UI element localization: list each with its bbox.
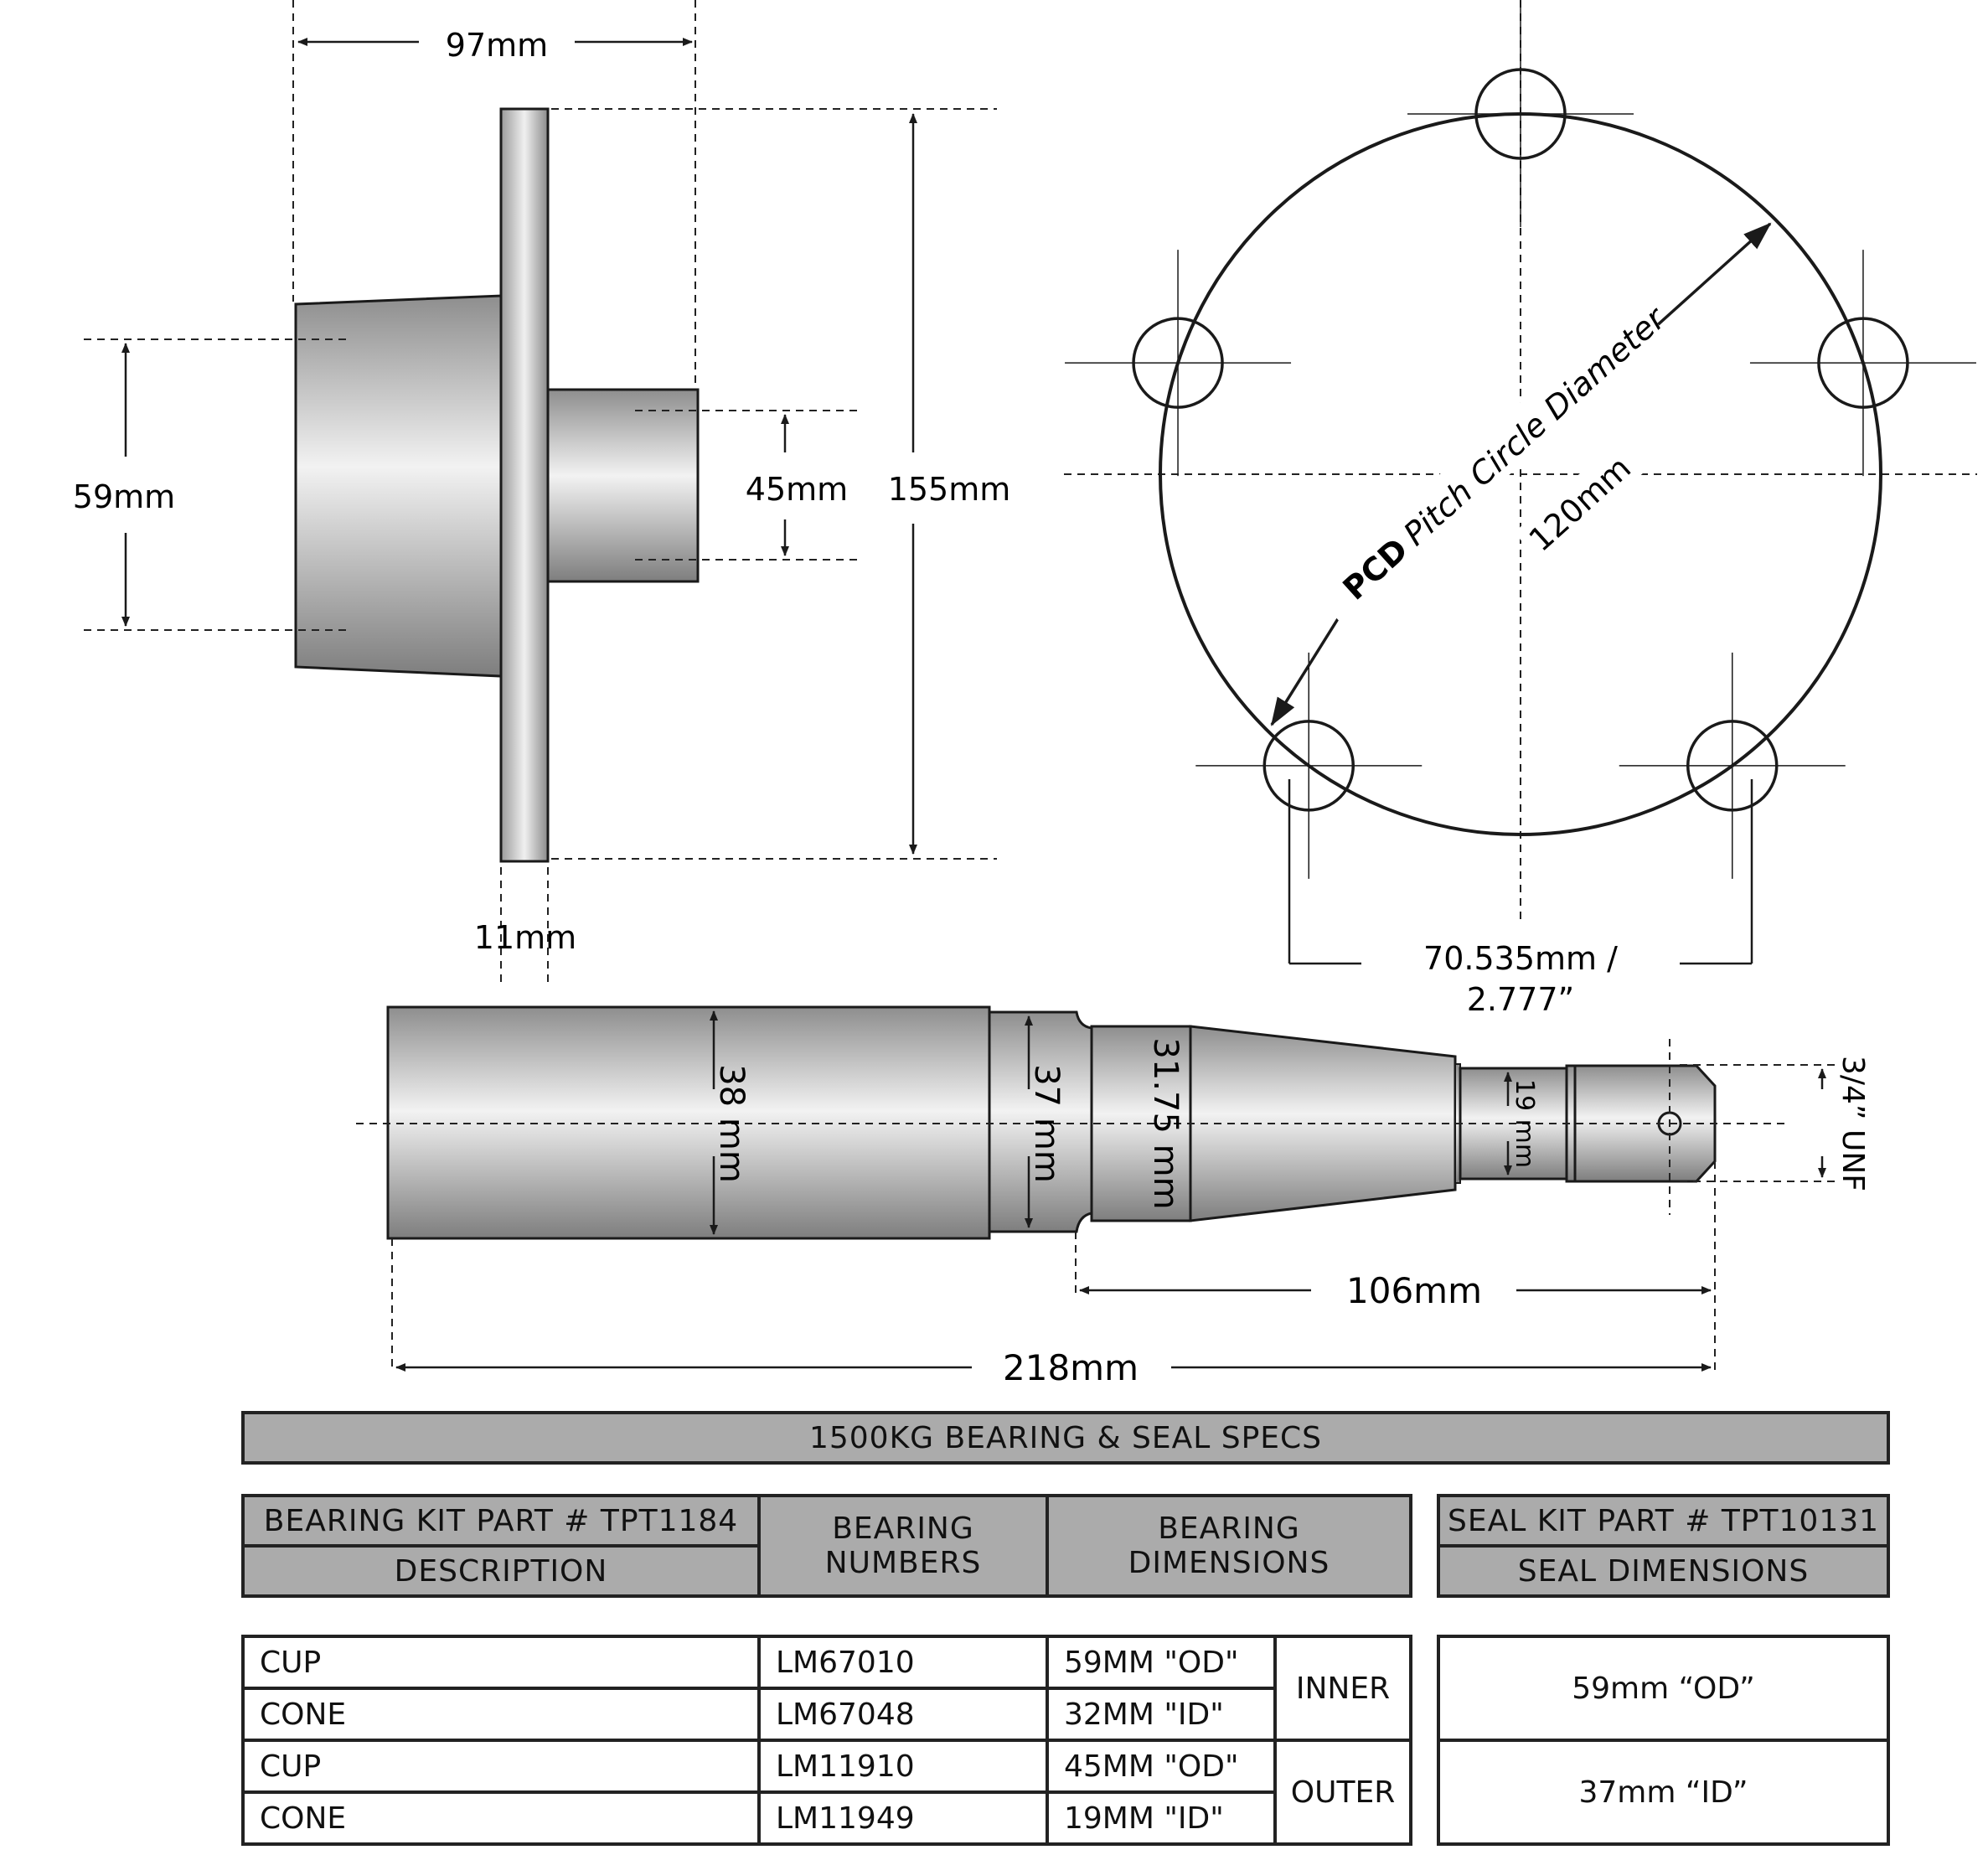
pcd-dimension-arrow-tail [1270, 603, 1349, 726]
stub-axle-view: 38 mm 37 mm 31.75 mm 19 mm 3/4” UNF 106m… [356, 1005, 1870, 1388]
axle-spindle-length-label: 106mm [1346, 1270, 1482, 1311]
stud-spacing-dimension [1288, 779, 1753, 965]
row-bearing-dimension: 32MM "ID" [1046, 1687, 1277, 1742]
axle-thread-label: 3/4” UNF [1836, 1056, 1870, 1191]
position-inner: INNER [1273, 1635, 1412, 1742]
stud-hole-circle [1132, 317, 1224, 409]
seal-kit-label: SEAL KIT PART # TPT10131 [1437, 1494, 1890, 1548]
bearing-dimensions-header-line2: DIMENSIONS [1128, 1546, 1330, 1580]
stud-hole-circle [1474, 68, 1567, 160]
row-description: CONE [241, 1687, 761, 1742]
position-outer: OUTER [1273, 1739, 1412, 1846]
axle-diameter-37-label: 37 mm [1027, 1064, 1066, 1183]
stud-hole [1195, 652, 1423, 879]
axle-extension-lines [356, 1039, 1839, 1370]
seal-header-table: SEAL KIT PART # TPT10131 SEAL DIMENSIONS [1437, 1494, 1890, 1598]
specs-title-bar: 1500KG BEARING & SEAL SPECS [241, 1411, 1890, 1465]
table-row: CONE LM11949 19MM "ID" [241, 1790, 1411, 1846]
description-header: DESCRIPTION [241, 1544, 761, 1598]
row-bearing-number: LM67048 [757, 1687, 1049, 1742]
table-row: CUP LM11910 45MM "OD" OUTER [241, 1739, 1412, 1846]
hub-side-view: 97mm 59mm 45mm 155mm 11mm [73, 0, 1010, 982]
row-description: CUP [241, 1635, 761, 1690]
row-bearing-number: LM11910 [757, 1739, 1049, 1794]
seal-id: 37mm “ID” [1437, 1739, 1890, 1846]
axle-overall-length-label: 218mm [1003, 1347, 1139, 1388]
hub-flange-diameter-label: 155mm [888, 471, 1011, 508]
specs-title: 1500KG BEARING & SEAL SPECS [241, 1411, 1890, 1465]
hub-flange [499, 107, 550, 863]
stud-hole [1619, 652, 1846, 879]
table-row: CONE LM67048 32MM "ID" [241, 1687, 1411, 1742]
row-bearing-dimension: 59MM "OD" [1046, 1635, 1277, 1690]
row-description: CONE [241, 1790, 761, 1846]
stud-holes [1065, 1, 1976, 879]
seal-spec-table: 59mm “OD” 37mm “ID” [1437, 1635, 1890, 1846]
hub-bearing-bore-label: 59mm [73, 478, 175, 515]
bearing-numbers-header-line2: NUMBERS [824, 1546, 982, 1580]
stud-hole-circle [1686, 720, 1779, 812]
stud-spacing-label-line1: 70.535mm / [1423, 940, 1618, 977]
row-bearing-number: LM67010 [757, 1635, 1049, 1690]
row-bearing-dimension: 19MM "ID" [1046, 1790, 1277, 1846]
stud-hole-circle [1263, 720, 1355, 812]
hub-dimension-lines [121, 38, 917, 855]
pcd-value-mask [1514, 431, 1655, 564]
pcd-value: 120mm [1522, 449, 1638, 559]
stud-hole [1749, 250, 1976, 477]
hub-outer-boss [546, 388, 700, 583]
pcd-view: PCDPitch Circle Diameter 120mm 70.535mm … [1064, 0, 1977, 1018]
row-bearing-number: LM11949 [757, 1790, 1049, 1846]
hub-flange-thickness-label: 11mm [474, 919, 576, 956]
hub-extension-lines [84, 0, 997, 982]
pcd-label-mask [1310, 298, 1667, 625]
axle-main-section [386, 1005, 991, 1240]
bearing-kit-label: BEARING KIT PART # TPT1184 [241, 1494, 761, 1548]
bearing-dimensions-header-line1: BEARING [1158, 1511, 1300, 1546]
seal-od: 59mm “OD” [1437, 1635, 1890, 1742]
stud-hole [1065, 250, 1292, 477]
stud-hole-circle [1817, 317, 1909, 409]
axle-diameter-19-label: 19 mm [1510, 1079, 1539, 1168]
axle-thread-section [1565, 1064, 1717, 1183]
axle-diameter-31-75-label: 31.75 mm [1146, 1037, 1185, 1209]
stud-spacing-label-line2: 2.777” [1467, 981, 1574, 1018]
axle-dimension-lines [395, 1010, 1826, 1372]
bearing-numbers-header-line1: BEARING [832, 1511, 974, 1546]
bearing-spec-table: CUP LM67010 59MM "OD" INNER CONE LM67048… [241, 1635, 1412, 1846]
seal-dimensions-header: SEAL DIMENSIONS [1437, 1544, 1890, 1598]
axle-diameter-38-label: 38 mm [712, 1064, 751, 1183]
hub-overall-length-label: 97mm [446, 27, 548, 64]
stud-hole [1407, 1, 1634, 227]
row-description: CUP [241, 1739, 761, 1794]
hub-inner-boss [294, 294, 503, 678]
row-bearing-dimension: 45MM "OD" [1046, 1739, 1277, 1794]
hub-outer-bore-label: 45mm [746, 471, 848, 508]
table-row: CUP LM67010 59MM "OD" INNER [241, 1635, 1412, 1742]
